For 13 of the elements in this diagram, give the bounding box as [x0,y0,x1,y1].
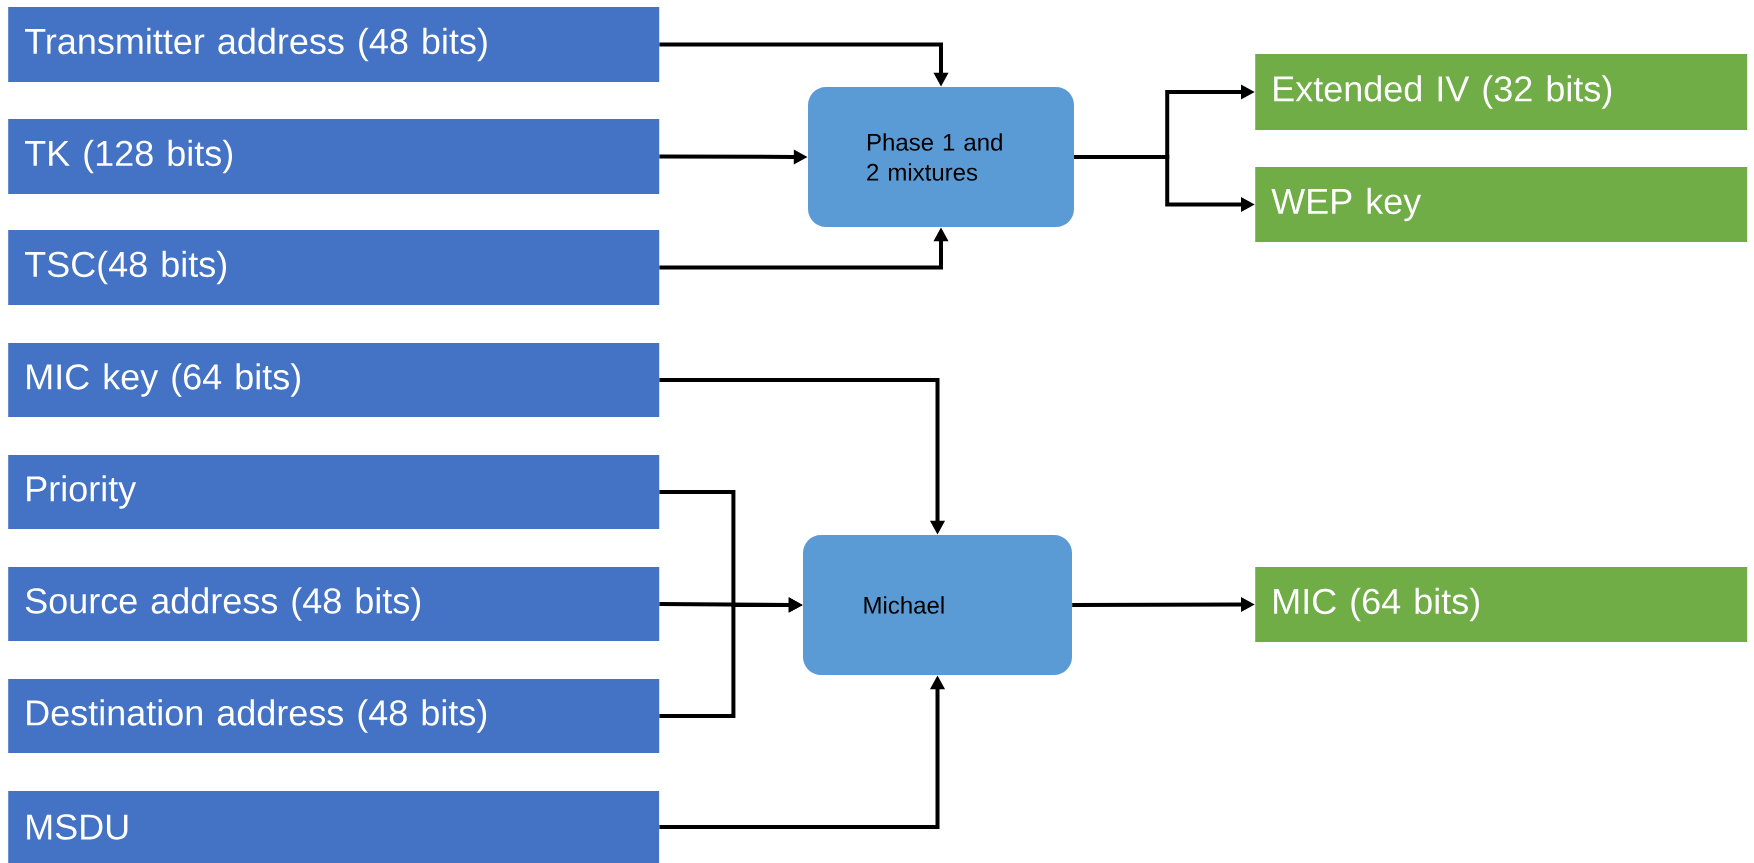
output-box: Extended IV (32 bits) [1255,54,1748,130]
input-box: Source address (48 bits) [8,567,660,641]
output-box: MIC (64 bits) [1255,567,1748,642]
output-box: WEP key [1255,167,1748,242]
input-box: MIC key (64 bits) [8,343,660,417]
input-box: TK (128 bits) [8,119,660,194]
input-box: Destination address (48 bits) [8,679,660,753]
input-box: Priority [8,455,660,529]
input-box: MSDU [8,791,660,863]
process-box: Phase 1 and 2 mixtures [808,87,1074,227]
input-box: Transmitter address (48 bits) [8,7,660,82]
process-box: Michael [803,535,1072,675]
input-box: TSC(48 bits) [8,230,660,305]
